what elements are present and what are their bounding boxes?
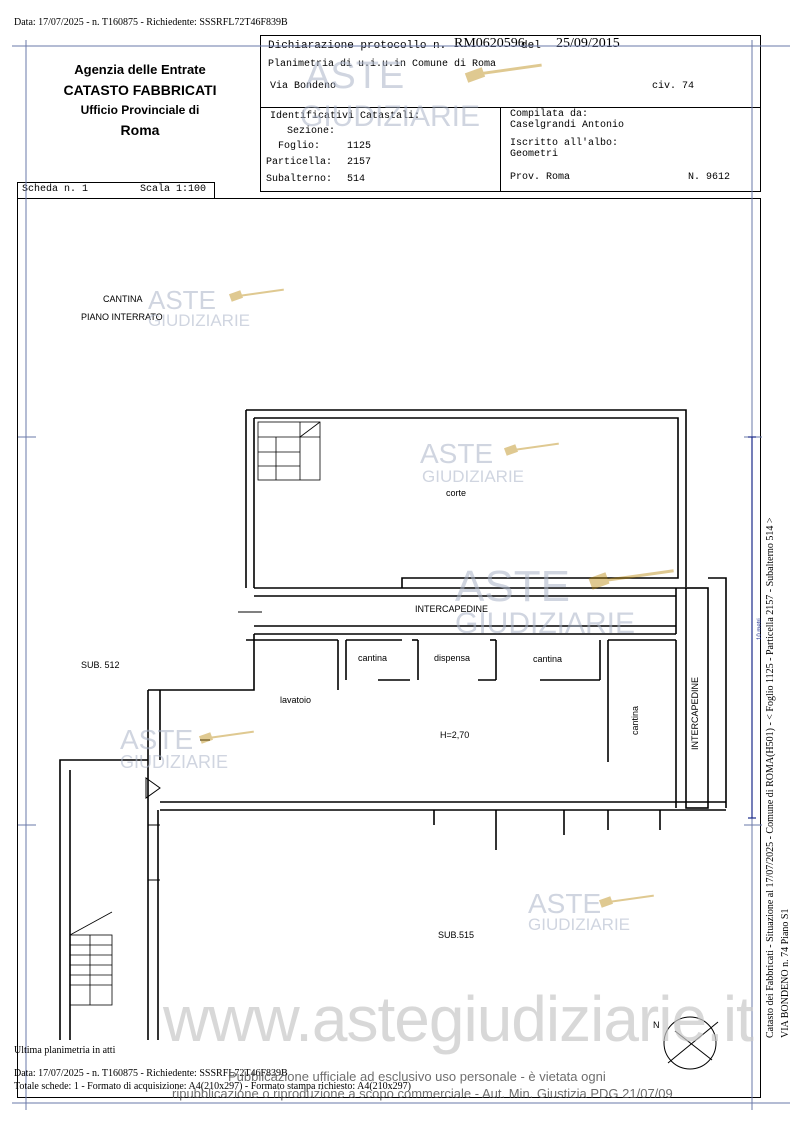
address: Via Bondeno xyxy=(270,81,337,92)
north-label: N xyxy=(653,1020,660,1030)
room-label-cantina-1: cantina xyxy=(358,653,388,663)
watermark-brand-1: ASTE xyxy=(148,285,216,315)
watermark-site: www.astegiudiziarie.it xyxy=(163,983,754,1055)
iscritto-value: Geometri xyxy=(510,149,559,160)
label-sub-512: SUB. 512 xyxy=(81,660,120,670)
room-label-dispensa: dispensa xyxy=(434,653,471,663)
subalterno-label: Subalterno: xyxy=(266,174,333,185)
particella-label: Particella: xyxy=(266,157,333,168)
ultima-planimetria: Ultima planimetria in atti xyxy=(14,1045,116,1056)
scale-label: Scala 1:100 xyxy=(140,184,207,195)
room-label-intercapedine: INTERCAPEDINE xyxy=(415,604,489,614)
compiler-box xyxy=(500,107,761,192)
iscritto-label: Iscritto all'albo: xyxy=(510,138,619,149)
watermark-subbrand-3: GIUDIZIARIE xyxy=(455,607,636,640)
civic-number: civ. 74 xyxy=(652,81,695,92)
footer-request-line: Data: 17/07/2025 - n. T160875 - Richiede… xyxy=(14,1068,288,1079)
watermark-notice-2: ripubblicazione o riproduzione a scopo c… xyxy=(172,1086,673,1101)
top-request-line: Data: 17/07/2025 - n. T160875 - Richiede… xyxy=(14,17,288,28)
watermark-subbrand-5: GIUDIZIARIE xyxy=(528,915,631,934)
province: Prov. Roma xyxy=(510,172,571,183)
watermark-brand-3: ASTE xyxy=(455,562,570,611)
footer-format-line: Totale schede: 1 - Formato di acquisizio… xyxy=(14,1081,411,1092)
office-label: Ufficio Provinciale di xyxy=(80,103,200,117)
watermark-notice-1: Pubblicazione ufficiale ad esclusivo uso… xyxy=(228,1069,606,1084)
albo-number: N. 9612 xyxy=(688,172,731,183)
watermark-brand-header: ASTE xyxy=(305,55,405,97)
room-label-lavatoio: lavatoio xyxy=(280,695,312,705)
scheda-number: Scheda n. 1 xyxy=(22,184,89,195)
protocol-date: 25/09/2015 xyxy=(556,36,620,51)
foglio-label: Foglio: xyxy=(278,141,321,152)
watermark-subbrand-2: GIUDIZIARIE xyxy=(422,467,525,486)
sezione-label: Sezione: xyxy=(287,126,336,137)
compilata-label: Compilata da: xyxy=(510,109,589,120)
drawing-frame xyxy=(17,198,761,1098)
planimetria-line: Planimetria di u.i.u.in Comune di Roma xyxy=(268,59,497,70)
watermark-subbrand-1: GIUDIZIARIE xyxy=(148,311,251,330)
watermark-subbrand-header: GIUDIZIARIE xyxy=(300,100,481,133)
watermark-subbrand-4: GIUDIZIARIE xyxy=(120,752,229,772)
label-sub-515: SUB.515 xyxy=(438,930,475,940)
room-height: H=2,70 xyxy=(440,730,470,740)
watermark-brand-4: ASTE xyxy=(120,724,194,755)
plan-title-cantina: CANTINA xyxy=(103,294,143,304)
office-city: Roma xyxy=(120,122,160,138)
compilata-name: Caselgrandi Antonio xyxy=(510,120,625,131)
watermark-brand-5: ASTE xyxy=(528,888,602,919)
watermark-brand-2: ASTE xyxy=(420,438,494,469)
ident-title: Identificativi Catastali: xyxy=(270,111,421,122)
agency-name: Agenzia delle Entrate xyxy=(74,62,206,77)
room-label-corte: corte xyxy=(446,488,467,498)
particella-value: 2157 xyxy=(347,157,372,168)
foglio-value: 1125 xyxy=(347,141,372,152)
room-label-cantina-2: cantina xyxy=(533,654,563,664)
subalterno-value: 514 xyxy=(347,174,366,185)
plan-title-floor: PIANO INTERRATO xyxy=(81,312,163,322)
catasto-title: CATASTO FABBRICATI xyxy=(63,82,217,98)
protocol-number: RM0620596 xyxy=(454,36,525,51)
